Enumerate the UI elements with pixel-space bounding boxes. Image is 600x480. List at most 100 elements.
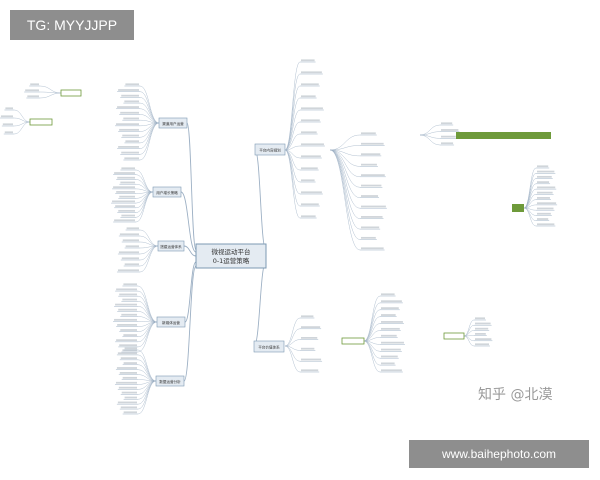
sub-node-label-placeholder (301, 347, 315, 350)
sub-node-label-placeholder (301, 358, 322, 361)
sub-node-label-placeholder (361, 216, 383, 218)
sub-node-label-placeholder (381, 369, 402, 372)
sub-connector (284, 149, 301, 219)
sub-node-label-placeholder (441, 129, 459, 131)
sub-connector (139, 97, 160, 124)
sub-connector (284, 145, 301, 151)
sub-node-label-placeholder (120, 181, 135, 184)
sub-node-label-placeholder (2, 123, 13, 126)
sub-node-label-placeholder (117, 401, 137, 404)
sub-connector (363, 295, 381, 342)
sub-node-label-placeholder (301, 326, 321, 328)
sub-node-label-placeholder (475, 338, 492, 340)
highlight-box-1 (60, 89, 82, 97)
sub-node-label-placeholder (119, 344, 137, 347)
sub-connector (135, 174, 154, 193)
sub-connector (139, 122, 160, 144)
sub-node-label-placeholder (124, 263, 139, 266)
sub-connector (137, 369, 157, 382)
sub-connector (139, 91, 160, 124)
sub-node-label-placeholder (27, 95, 39, 98)
sub-node-label-placeholder (5, 107, 13, 110)
sub-node-label-placeholder (116, 288, 137, 291)
sub-node-label-placeholder (4, 131, 13, 134)
sub-node-label-placeholder (112, 200, 135, 203)
sub-connector (139, 108, 160, 124)
branch-label-ops-system: 搭建运营体系 (160, 244, 182, 249)
sub-node-label-placeholder (475, 333, 486, 335)
sub-node-label-placeholder (123, 117, 139, 120)
sub-node-label-placeholder (361, 226, 380, 229)
sub-connector (137, 290, 158, 323)
connector-line (183, 265, 197, 382)
sub-connector (135, 183, 154, 193)
branch-label-data-analysis: 数据运营分析 (159, 379, 181, 384)
sub-node-label-placeholder (117, 269, 139, 272)
sub-connector (329, 149, 361, 230)
branch-node-data-analysis (155, 375, 185, 387)
sub-node-label-placeholder (125, 140, 139, 143)
sub-node-label-placeholder (381, 293, 395, 296)
sub-connector (284, 149, 301, 207)
sub-node-label-placeholder (123, 411, 137, 414)
connector-line (186, 122, 197, 251)
sub-node-label-placeholder (361, 236, 376, 239)
sub-node-label-placeholder (118, 251, 139, 254)
sub-connector (329, 134, 361, 151)
sub-node-label-placeholder (301, 95, 316, 98)
sub-node-label-placeholder (441, 135, 456, 138)
highlight-box-2 (29, 118, 53, 126)
sub-connector (139, 235, 159, 247)
sub-node-label-placeholder (119, 128, 139, 131)
sub-node-label-placeholder (537, 175, 552, 178)
branch-label-growth: 用户增长策略 (156, 190, 178, 195)
sub-node-label-placeholder (118, 146, 139, 148)
sub-node-label-placeholder (381, 348, 401, 351)
sub-connector (329, 145, 361, 151)
sub-node-label-placeholder (117, 176, 135, 179)
sub-connector (363, 323, 381, 342)
sub-node-label-placeholder (118, 89, 139, 91)
sub-node-label-placeholder (118, 386, 137, 389)
sub-node-label-placeholder (537, 197, 550, 199)
sub-node-label-placeholder (124, 100, 139, 103)
sub-node-label-placeholder (119, 372, 137, 374)
sub-node-label-placeholder (537, 165, 549, 168)
sub-node-label-placeholder (122, 376, 137, 379)
sub-connector (363, 330, 381, 342)
sub-node-label-placeholder (126, 227, 139, 230)
sub-node-label-placeholder (121, 167, 135, 170)
sub-node-label-placeholder (537, 223, 555, 226)
branch-label-new-media: 新媒体运营 (162, 320, 180, 325)
sub-node-label-placeholder (30, 83, 39, 86)
sub-node-label-placeholder (361, 174, 385, 177)
sub-connector (135, 169, 154, 193)
sub-connector (284, 133, 301, 151)
sub-connector (419, 124, 441, 136)
sub-node-label-placeholder (121, 313, 137, 316)
sub-node-label-placeholder (116, 191, 135, 193)
highlight-node-right (512, 204, 524, 212)
sub-node-label-placeholder (0, 115, 13, 118)
sub-connector (284, 149, 301, 195)
branch-details (0, 59, 558, 415)
tag-label: TG: MYYJJPP (10, 10, 134, 40)
sub-node-label-placeholder (475, 322, 491, 325)
sub-node-label-placeholder (120, 329, 137, 331)
sub-node-label-placeholder (475, 327, 489, 330)
sub-node-label-placeholder (122, 349, 137, 352)
highlight-box-4 (443, 332, 465, 340)
sub-connector (137, 380, 157, 400)
sub-node-label-placeholder (117, 106, 139, 108)
sub-node-label-placeholder (120, 406, 137, 409)
sub-connector (329, 149, 361, 219)
sub-node-label-placeholder (123, 362, 137, 364)
sub-node-label-placeholder (381, 355, 398, 358)
connector-line (253, 261, 267, 347)
sub-node-label-placeholder (537, 170, 555, 173)
sub-connector (139, 245, 159, 267)
branch-node-new-media (156, 316, 186, 328)
sub-connector (137, 301, 158, 323)
sub-connector (135, 191, 154, 209)
